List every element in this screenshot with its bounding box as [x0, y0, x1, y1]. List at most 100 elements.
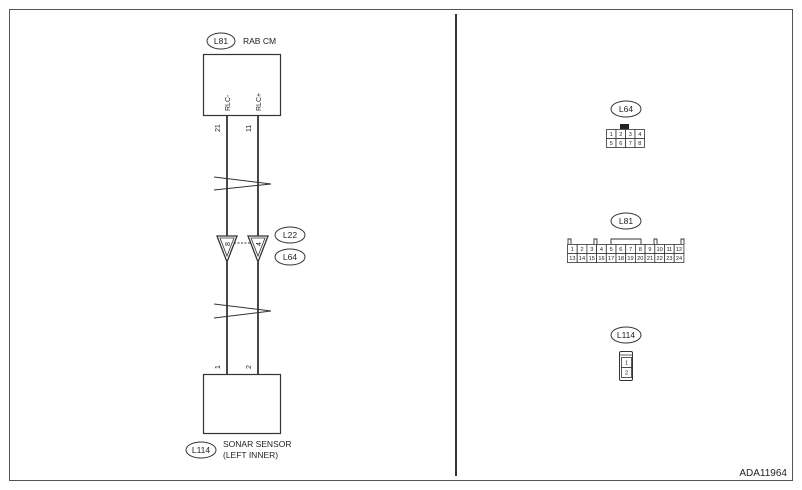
connector-l64-pin-label: 2: [619, 132, 622, 138]
connector-l81-pin-label: 15: [589, 256, 595, 262]
connector-l81-pin-label: 5: [610, 247, 613, 253]
connector-l64-pin-label: 5: [610, 141, 613, 147]
rab-cm-connector-label: L81: [214, 36, 228, 46]
connector-l81-pin-21: 21: [644, 253, 656, 263]
connector-l64-pin-5: 5: [606, 138, 617, 148]
connector-view-l64-label: L64: [619, 104, 633, 114]
connector-l64-pin-label: 4: [638, 132, 641, 138]
splice-tag-bottom: L64: [274, 248, 306, 266]
connector-view-l114: 12: [619, 351, 633, 381]
connector-l64-latch: [620, 124, 629, 129]
connector-l81-pin-label: 12: [676, 247, 682, 253]
connector-l64-pin-label: 1: [610, 132, 613, 138]
connector-l81-pin-label: 11: [666, 247, 672, 253]
connector-l64-pin-label: 6: [619, 141, 622, 147]
connector-l81-pin-label: 14: [579, 256, 585, 262]
connector-l81-pin-1: 1: [567, 244, 578, 254]
connector-l81-pin-23: 23: [664, 253, 675, 263]
connector-l81-pin-label: 13: [569, 256, 575, 262]
splice-pin-b: 4: [256, 242, 263, 246]
connector-l81-pin-6: 6: [615, 244, 627, 254]
rab-cm-pin-a: 21: [215, 124, 222, 132]
connector-l81-pin-3: 3: [586, 244, 598, 254]
connector-l64-pin-6: 6: [615, 138, 626, 148]
splice-label-bottom: L64: [283, 252, 297, 262]
connector-l81-pin-label: 23: [666, 256, 672, 262]
connector-l81-pin-18: 18: [615, 253, 627, 263]
connector-l114-pin-label: 2: [625, 371, 628, 377]
splice-triangle-a: [216, 235, 238, 264]
connector-l81-pin-24: 24: [673, 253, 685, 263]
connector-l81-pin-8: 8: [635, 244, 646, 254]
connector-l81-pin-label: 16: [598, 256, 604, 262]
connector-l81-pin-label: 20: [637, 256, 643, 262]
connector-l81-pin-label: 21: [647, 256, 653, 262]
connector-l81-pin-22: 22: [654, 253, 665, 263]
connector-l81-pin-4: 4: [596, 244, 607, 254]
connector-l81-pin-12: 12: [673, 244, 685, 254]
rab-cm-pin-a-name: RLC-: [225, 94, 232, 111]
connector-l81-pin-16: 16: [596, 253, 607, 263]
connector-l81-pin-label: 8: [639, 247, 642, 253]
connector-l81-pin-label: 7: [629, 247, 632, 253]
sensor-connector-tag: L114: [185, 441, 217, 459]
connector-l81-pin-14: 14: [576, 253, 588, 263]
splice-tag-top: L22: [274, 226, 306, 244]
connector-l81-pin-7: 7: [625, 244, 636, 254]
rab-cm-pin-b: 11: [246, 125, 253, 132]
connector-l81-pin-5: 5: [605, 244, 617, 254]
connector-l64-pin-7: 7: [625, 138, 636, 148]
connector-l64-pin-label: 3: [629, 132, 632, 138]
connector-view-l81-tag: L81: [610, 212, 642, 230]
connector-l114-pin-label: 1: [625, 361, 628, 367]
twisted-pair-mark-lower: [213, 303, 272, 319]
connector-l64-pin-4: 4: [634, 129, 645, 139]
splice-pin-a: 8: [225, 242, 232, 246]
figure-id: ADA11964: [739, 468, 787, 479]
connector-l81-pin-label: 18: [618, 256, 624, 262]
sensor-pin-a: 1: [215, 365, 222, 369]
connector-l81-pin-13: 13: [567, 253, 578, 263]
connector-view-l64-tag: L64: [610, 100, 642, 118]
connector-l64-pin-3: 3: [625, 129, 636, 139]
connector-l81-pin-10: 10: [654, 244, 665, 254]
sensor-pin-b: 2: [246, 365, 253, 369]
connector-l81-pin-label: 4: [600, 247, 603, 253]
harness-wires: [226, 115, 259, 374]
rab-cm-connector-tag: L81: [206, 32, 236, 50]
connector-l81-pin-label: 9: [648, 247, 651, 253]
connector-l81-keys: [567, 238, 685, 244]
connector-l81-pin-17: 17: [605, 253, 617, 263]
connector-l81-pin-label: 1: [571, 247, 574, 253]
connector-l64-pin-1: 1: [606, 129, 617, 139]
twisted-pair-mark-upper: [213, 176, 272, 191]
connector-l81-pin-2: 2: [576, 244, 588, 254]
connector-l81-pin-20: 20: [635, 253, 646, 263]
connector-l81-pin-label: 6: [619, 247, 622, 253]
connector-l114-pin-2: 2: [621, 367, 632, 378]
rab-cm-title: RAB CM: [243, 36, 276, 46]
connector-l81-pin-11: 11: [664, 244, 675, 254]
connector-view-l81-label: L81: [619, 216, 633, 226]
connector-l81-pin-label: 2: [580, 247, 583, 253]
connector-l81-pin-label: 22: [657, 256, 663, 262]
connector-l81-pin-label: 17: [608, 256, 614, 262]
connector-l64-pin-label: 7: [629, 141, 632, 147]
diagram-frame: [9, 9, 793, 481]
connector-l81-pin-9: 9: [644, 244, 656, 254]
connector-l81-pin-label: 24: [676, 256, 682, 262]
splice-label-top: L22: [283, 230, 297, 240]
sensor-connector-label: L114: [192, 445, 211, 455]
connector-l81-pin-19: 19: [625, 253, 636, 263]
connector-view-l114-tag: L114: [610, 326, 642, 344]
connector-l64-pin-label: 8: [638, 141, 641, 147]
sensor-title-line2: (LEFT INNER): [223, 450, 278, 460]
splice-triangle-b: [247, 235, 269, 264]
connector-l81-pin-label: 19: [627, 256, 633, 262]
connector-l81-pin-15: 15: [586, 253, 598, 263]
splice-connector: 8 4: [216, 235, 269, 264]
